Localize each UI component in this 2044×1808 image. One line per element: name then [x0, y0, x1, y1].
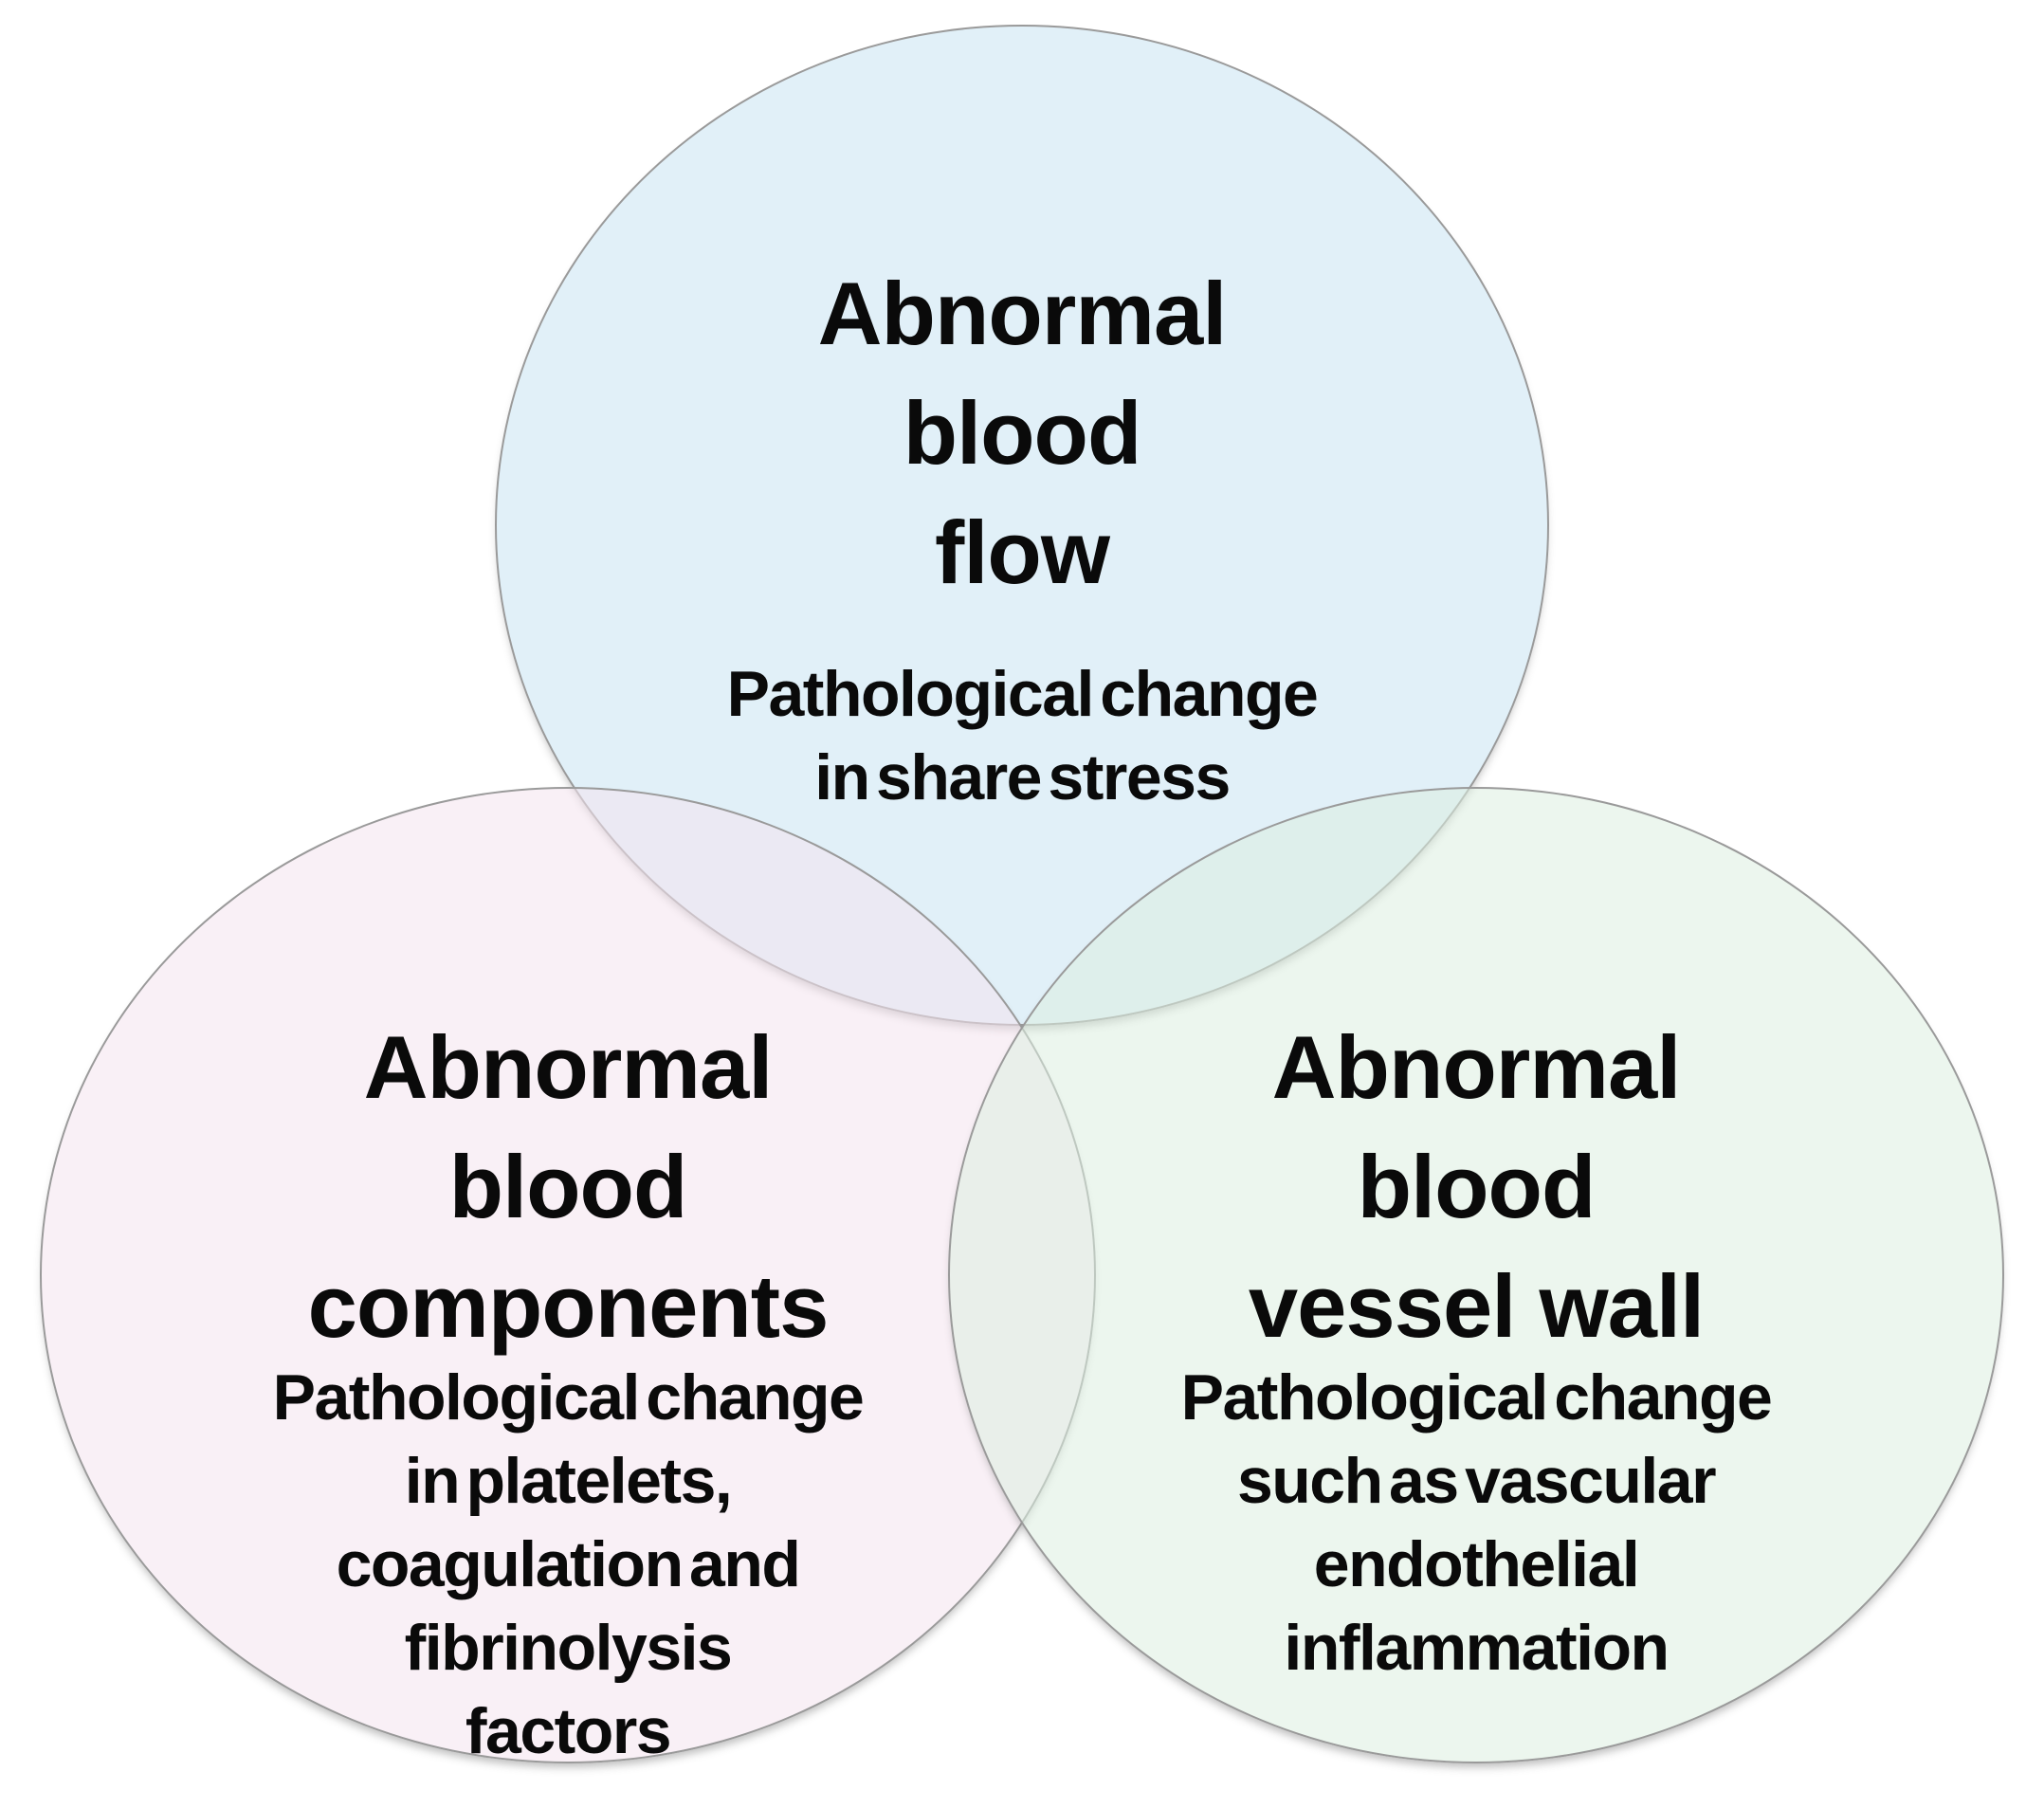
subtitle-line: coagulation and [336, 1528, 801, 1600]
title-line: Abnormal [1271, 1017, 1682, 1117]
circle-abnormal-blood-vessel-wall [948, 787, 2004, 1763]
title-line: Abnormal [363, 1017, 774, 1117]
subtitle-line: such as vascular [1236, 1445, 1717, 1517]
subtitle-abnormal-blood-components: Pathological change in platelets, coagul… [46, 1356, 1089, 1773]
title-line: components [307, 1256, 830, 1356]
subtitle-abnormal-blood-vessel-wall: Pathological change such as vascular end… [955, 1356, 1998, 1689]
subtitle-line: fibrinolysis [404, 1612, 733, 1684]
subtitle-abnormal-blood-flow: Pathological change in share stress [501, 652, 1543, 819]
title-abnormal-blood-flow: Abnormal blood flow [542, 254, 1502, 612]
title-abnormal-blood-vessel-wall: Abnormal blood vessel wall [1002, 1008, 1950, 1366]
subtitle-line: Pathological change [1180, 1361, 1773, 1434]
title-abnormal-blood-components: Abnormal blood components [94, 1008, 1042, 1366]
title-line: flow [935, 502, 1110, 602]
title-line: blood [903, 383, 1142, 483]
title-line: blood [1357, 1137, 1597, 1236]
subtitle-line: in share stress [814, 741, 1231, 813]
subtitle-line: in platelets, [404, 1445, 733, 1517]
title-line: blood [448, 1137, 688, 1236]
subtitle-line: Pathological change [726, 658, 1319, 730]
title-line: Abnormal [817, 264, 1228, 363]
circle-abnormal-blood-components [40, 787, 1096, 1763]
subtitle-line: Pathological change [272, 1361, 865, 1434]
subtitle-line: endothelial [1313, 1528, 1640, 1600]
subtitle-line: inflammation [1284, 1612, 1670, 1684]
title-line: vessel wall [1248, 1256, 1705, 1356]
subtitle-line: factors [465, 1695, 672, 1767]
